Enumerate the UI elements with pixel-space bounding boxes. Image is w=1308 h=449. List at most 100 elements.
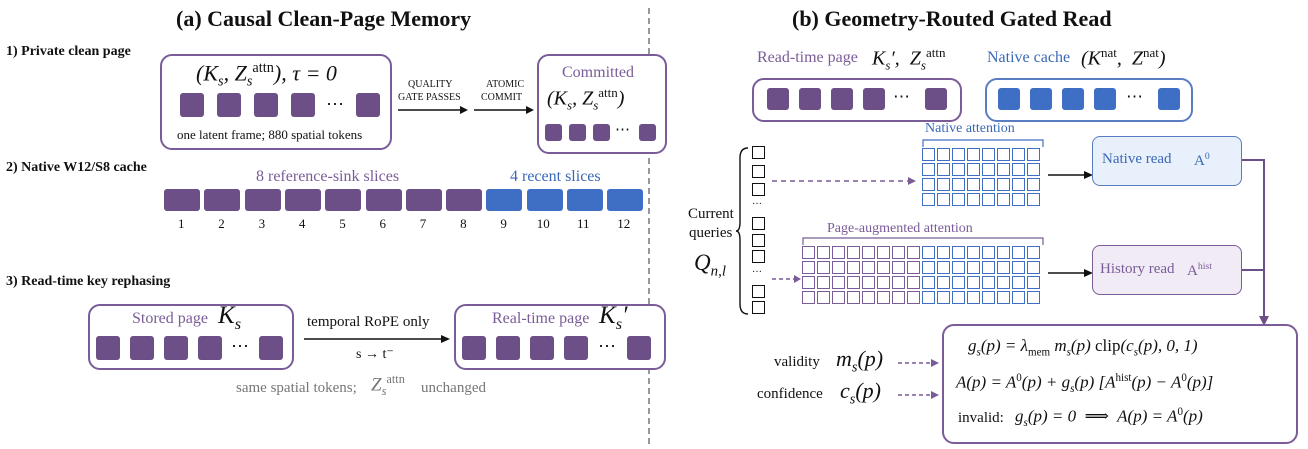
slice-number: 2 <box>218 216 225 231</box>
readtime-page-label: Read-time page <box>757 49 858 66</box>
attention-cell <box>982 261 995 274</box>
panel-divider <box>648 8 650 444</box>
atomic-commit-label-2: COMMIT <box>481 92 523 103</box>
attention-cell <box>862 261 875 274</box>
attention-cell <box>847 261 860 274</box>
attention-cell <box>907 246 920 259</box>
native-attention-grid <box>922 148 1040 206</box>
realtime-page-k: Ks′ <box>599 302 628 333</box>
attention-cell <box>952 246 965 259</box>
native-query-arrow <box>772 177 916 185</box>
attention-cell <box>952 178 965 191</box>
attention-cell <box>982 163 995 176</box>
attention-cell <box>1027 246 1040 259</box>
history-read-symbol: Ahist <box>1187 261 1212 279</box>
sink-slices-label: 8 reference-sink slices <box>256 168 400 185</box>
attention-cell <box>997 246 1010 259</box>
slice-number: 5 <box>339 216 346 231</box>
attention-cell <box>952 193 965 206</box>
attention-cell <box>862 291 875 304</box>
sink-slice <box>446 189 483 211</box>
attention-cell <box>802 291 815 304</box>
attention-cell <box>832 261 845 274</box>
attention-cell <box>817 261 830 274</box>
validity-symbol: ms(p) <box>836 346 884 376</box>
attention-cell <box>847 276 860 289</box>
attention-cell <box>877 276 890 289</box>
slice-number: 1 <box>178 216 185 231</box>
attention-cell <box>802 276 815 289</box>
attention-cell <box>847 246 860 259</box>
attention-cell <box>922 261 935 274</box>
attention-cell <box>802 261 815 274</box>
private-page-note: one latent frame; 880 spatial tokens <box>177 127 363 142</box>
slice-number: 4 <box>298 216 306 231</box>
attention-cell <box>802 246 815 259</box>
native-attention-label: Native attention <box>925 121 1015 136</box>
rephase-note-left: same spatial tokens; <box>236 380 357 396</box>
native-attention-bracket <box>922 139 1044 147</box>
private-page-formula: (Ks, Zsattn), τ = 0 <box>196 60 337 90</box>
rope-label: temporal RoPE only <box>307 314 430 330</box>
attention-cell <box>967 291 980 304</box>
attention-cell <box>817 276 830 289</box>
queries-label-1: Current <box>688 206 734 222</box>
atomic-commit-label-1: ATOMIC <box>486 79 525 90</box>
attention-cell <box>817 246 830 259</box>
commit-arrows <box>398 106 534 114</box>
attention-cell <box>1012 193 1025 206</box>
attention-cell <box>967 178 980 191</box>
attention-cell <box>1012 276 1025 289</box>
attention-cell <box>892 276 905 289</box>
attention-cell <box>922 163 935 176</box>
native-read-box <box>1092 136 1242 186</box>
attention-cell <box>937 193 950 206</box>
realtime-page-label: Real-time page <box>492 310 590 327</box>
attention-cell <box>1012 291 1025 304</box>
invalid-label: invalid: <box>958 410 1004 426</box>
query-token <box>752 234 765 247</box>
query-token <box>752 301 765 314</box>
rephase-note-z: Zsattn <box>371 372 405 399</box>
gate-equation: gs(p) = λmem ms(p) clip(cs(p), 0, 1) <box>968 336 1198 359</box>
attention-cell <box>907 261 920 274</box>
step1-label: 1) Private clean page <box>6 44 131 59</box>
history-read-box <box>1092 245 1242 295</box>
query-token <box>752 183 765 196</box>
attention-cell <box>907 276 920 289</box>
confidence-symbol: cs(p) <box>840 378 881 408</box>
read-connectors <box>1242 159 1269 326</box>
quality-gate-label-2: GATE PASSES <box>398 92 461 103</box>
attention-cell <box>1027 261 1040 274</box>
slice-number: 7 <box>419 216 427 231</box>
query-token <box>752 285 765 298</box>
attention-cell <box>937 276 950 289</box>
attention-cell <box>1027 178 1040 191</box>
attention-cell <box>1027 193 1040 206</box>
slice-number: 11 <box>577 216 590 231</box>
validity-arrow <box>898 359 939 367</box>
attention-cell <box>997 178 1010 191</box>
query-token <box>752 250 765 263</box>
attention-cell <box>967 246 980 259</box>
rephase-mapping: s → t⁻ <box>356 347 394 362</box>
sink-slice <box>365 189 402 211</box>
attention-cell <box>1012 246 1025 259</box>
rephase-note-right: unchanged <box>421 380 486 396</box>
attention-cell <box>967 148 980 161</box>
attention-cell <box>1027 291 1040 304</box>
panel-a-title: (a) Causal Clean-Page Memory <box>176 6 472 31</box>
attention-cell <box>937 246 950 259</box>
page-attention-memory-grid <box>802 246 920 304</box>
attention-cell <box>832 276 845 289</box>
validity-label: validity <box>774 354 820 370</box>
attention-cell <box>1012 163 1025 176</box>
attention-cell <box>877 261 890 274</box>
attention-cell <box>817 291 830 304</box>
read-equation: A(p) = A0(p) + gs(p) [Ahist(p) − A0(p)] <box>956 372 1214 396</box>
queries-brace <box>736 147 749 315</box>
stored-page-k: Ks <box>218 302 242 333</box>
attention-cell <box>952 261 965 274</box>
step2-label: 2) Native W12/S8 cache <box>6 160 147 175</box>
